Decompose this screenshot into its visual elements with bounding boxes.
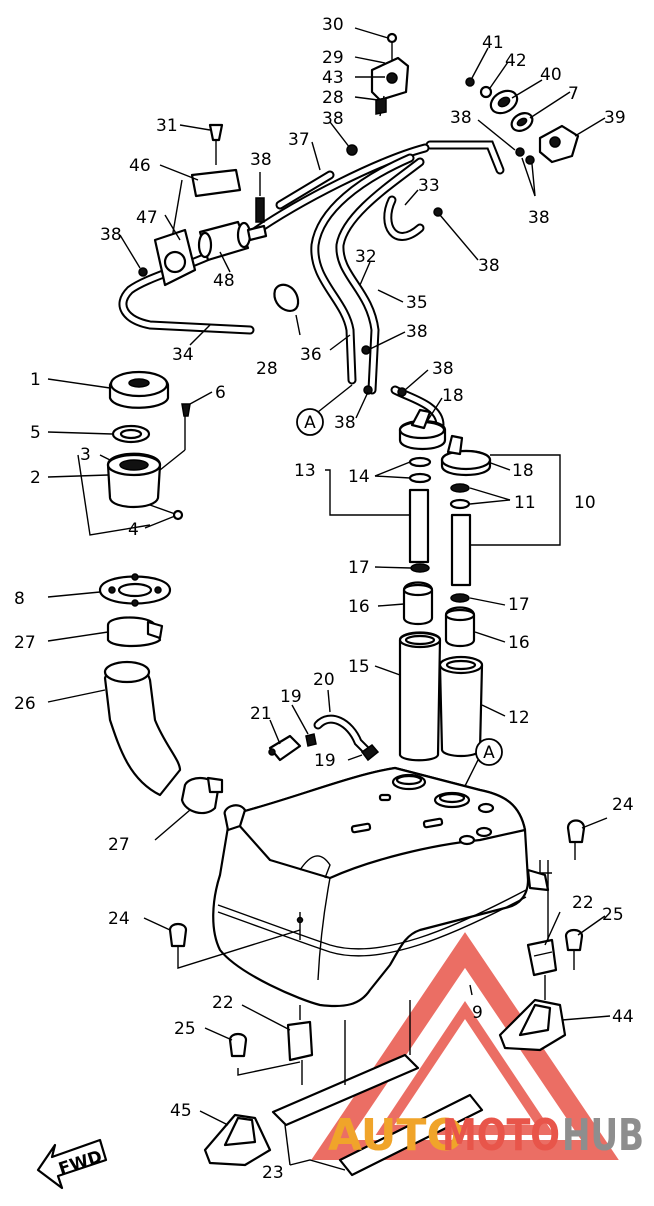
leader-lines-mounts (143, 817, 611, 1171)
label-25-right: 25 (602, 905, 624, 925)
label-24-right: 24 (612, 795, 634, 815)
label-33: 33 (418, 176, 440, 196)
label-29: 29 (322, 48, 344, 68)
label-40: 40 (540, 65, 562, 85)
label-12: 12 (508, 708, 530, 728)
label-18-right: 18 (512, 461, 534, 481)
label-43: 43 (322, 68, 344, 88)
label-3: 3 (80, 445, 91, 465)
leader-lines-top (354, 27, 389, 101)
fuel-cock-assembly (465, 77, 580, 165)
fuel-tank (212, 766, 550, 1008)
label-27-bottom: 27 (108, 835, 130, 855)
part-labels: 30 29 43 28 38 41 42 40 7 38 39 38 31 37… (14, 15, 634, 1183)
label-22-right: 22 (572, 893, 594, 913)
label-37: 37 (288, 130, 310, 150)
label-17-left: 17 (348, 558, 370, 578)
label-16-left: 16 (348, 597, 370, 617)
leader-lines-top-right (471, 47, 606, 197)
label-38-top: 38 (322, 109, 344, 129)
label-5: 5 (30, 423, 41, 443)
label-48: 48 (213, 271, 235, 291)
label-15: 15 (348, 657, 370, 677)
label-18-top: 18 (442, 386, 464, 406)
label-25-left: 25 (174, 1019, 196, 1039)
label-44: 44 (612, 1007, 634, 1027)
label-38-lower-right: 38 (432, 359, 454, 379)
tank-mounts (168, 819, 586, 1177)
label-17-right: 17 (508, 595, 530, 615)
label-16-right: 16 (508, 633, 530, 653)
label-22-left: 22 (212, 993, 234, 1013)
label-45: 45 (170, 1101, 192, 1121)
label-46: 46 (129, 156, 151, 176)
fuel-valve-assembly (370, 32, 410, 117)
label-23: 23 (262, 1163, 284, 1183)
reference-markers: A A (296, 408, 503, 766)
ref-a-upper: A (304, 413, 316, 433)
leader-lines-mid (317, 189, 479, 419)
leader-lines-neck (47, 591, 191, 841)
label-38-lower-left: 38 (334, 413, 356, 433)
label-2: 2 (30, 468, 41, 488)
label-28-top: 28 (322, 88, 344, 108)
fuel-pickup-right (438, 434, 492, 758)
filler-neck-assembly (98, 573, 224, 815)
label-38-left: 38 (100, 225, 122, 245)
label-8: 8 (14, 589, 25, 609)
label-47: 47 (136, 208, 158, 228)
label-34: 34 (172, 345, 194, 365)
label-38-mid: 38 (406, 322, 428, 342)
label-39: 39 (604, 108, 626, 128)
label-9: 9 (472, 1003, 483, 1023)
label-13: 13 (294, 461, 316, 481)
fuel-filter-assembly (138, 123, 268, 287)
label-28-mid: 28 (256, 359, 278, 379)
leader-lines-cap (47, 378, 213, 536)
watermark-part3: HUB (562, 1110, 644, 1161)
label-10: 10 (574, 493, 596, 513)
fuel-cap-assembly (106, 370, 191, 521)
ref-a-lower: A (483, 743, 495, 763)
label-42: 42 (505, 51, 527, 71)
label-14: 14 (348, 467, 370, 487)
label-1: 1 (30, 370, 41, 390)
label-24-left: 24 (108, 909, 130, 929)
label-19-top: 19 (280, 687, 302, 707)
label-38-mid-top: 38 (250, 150, 272, 170)
label-41: 41 (482, 33, 504, 53)
label-32: 32 (355, 247, 377, 267)
label-7: 7 (568, 84, 579, 104)
vent-assembly (268, 714, 380, 762)
label-6: 6 (215, 383, 226, 403)
watermark-part2: MOTO (442, 1110, 560, 1161)
fuel-hoses (118, 140, 505, 430)
fwd-arrow: FWD (36, 1138, 108, 1190)
leader-lines-vent (269, 689, 363, 761)
label-20: 20 (313, 670, 335, 690)
fuel-pickup-left (398, 408, 447, 762)
label-36: 36 (300, 345, 322, 365)
label-27-top: 27 (14, 633, 36, 653)
label-19-bottom: 19 (314, 751, 336, 771)
label-26: 26 (14, 694, 36, 714)
label-21: 21 (250, 704, 272, 724)
label-38-clamp: 38 (478, 256, 500, 276)
label-31: 31 (156, 116, 178, 136)
label-35: 35 (406, 293, 428, 313)
clamp-assembly (273, 207, 443, 397)
label-11: 11 (514, 493, 536, 513)
label-38-right: 38 (528, 208, 550, 228)
label-38-right-top: 38 (450, 108, 472, 128)
watermark-part1: AUTO (328, 1110, 464, 1161)
leader-lines-pickup (325, 397, 561, 793)
label-30: 30 (322, 15, 344, 35)
label-4: 4 (128, 520, 139, 540)
watermark-text: AUTO MOTO HUB (328, 1110, 644, 1161)
leader-lines-left-top (119, 121, 351, 346)
